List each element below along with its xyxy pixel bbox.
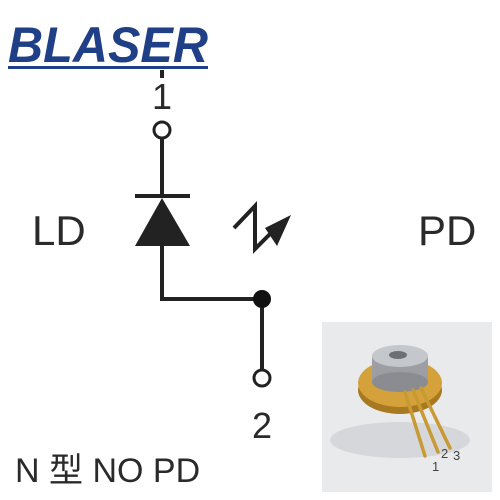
pin-1-label: 1 [152,76,172,117]
photo-pin-2-label: 2 [441,446,448,461]
brand-logo: BLASER [8,17,208,73]
photo-pin-3-label: 3 [453,448,460,463]
ld-label: LD [32,207,86,254]
brand-logo-text: BLASER [8,17,208,73]
diode-cap-base [372,372,428,392]
laser-diode-symbol [135,198,190,246]
diode-window [389,351,407,359]
pd-label: PD [418,207,476,254]
light-arrowhead-icon [265,215,291,246]
diagram-title: N 型 NO PD [15,452,200,490]
diode-pin-2 [411,388,440,454]
photo-pin-1-label: 1 [432,459,439,474]
junction-dot [253,290,271,308]
pin-2-label: 2 [252,405,272,446]
product-photo: 1 2 3 [322,322,492,492]
pin-2-terminal [252,368,272,388]
diode-pin-1 [403,390,427,458]
photo-shadow [330,422,470,458]
diode-pins [403,386,452,458]
circuit [135,70,274,388]
pin-1-terminal [152,120,172,140]
light-emission-arrow-icon [232,201,274,254]
diode-pin-3 [419,386,452,450]
brand-logo-underline [8,66,208,69]
